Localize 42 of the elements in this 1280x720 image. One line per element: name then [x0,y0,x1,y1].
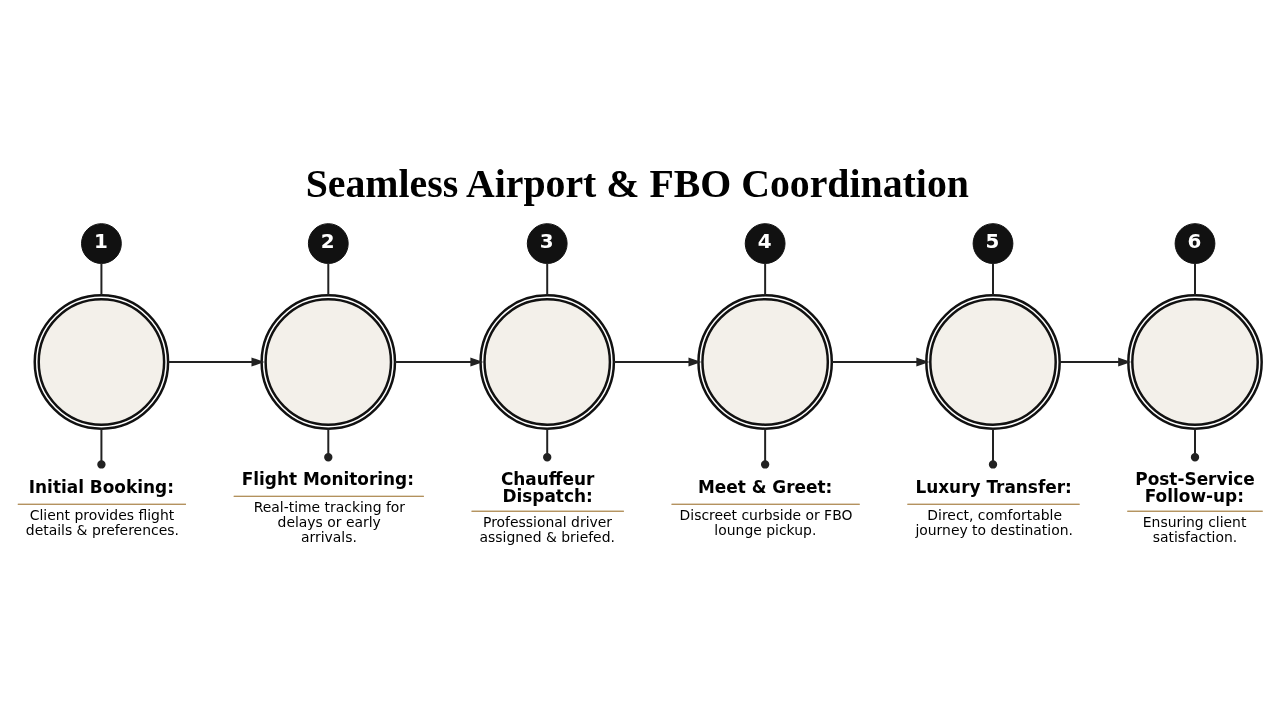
node-label: Discreet curbside or FBO lounge pickup. [679,507,853,539]
connector [1190,427,1200,462]
connector [100,262,103,297]
arrow [394,357,484,367]
node-label: Post-Service Follow-up: [1135,468,1255,506]
node-circle [33,294,170,430]
connector [764,262,767,297]
node-circle: 2 [307,223,349,264]
connector [546,262,549,297]
node-label: Direct, comfortable journey to destination. [915,507,1073,539]
connector [327,262,330,297]
node-circle [1127,294,1263,430]
diagram-title: Seamless Airport & FBO Coordination [305,161,969,206]
node-circle [697,294,834,430]
node-circle [479,294,616,430]
node-label: Luxury Transfer: [915,476,1072,497]
node-label: Initial Booking: [28,476,174,497]
connector [992,262,994,297]
connector [97,427,106,469]
connector [1194,262,1196,297]
node-label: Meet & Greet: [697,476,833,497]
arrow [1058,357,1132,367]
node-label: Flight Monitoring: [241,468,414,489]
node-label: Ensuring client satisfaction. [1142,514,1247,546]
node-label: Real-time tracking for delays or early arrivals. [253,499,406,546]
node-circle: 1 [81,223,122,264]
node-label: Client provides flight details & preferences. [25,507,179,539]
node-circle [925,294,1061,430]
node-circle: 4 [744,223,786,264]
node-circle: 5 [972,223,1014,264]
arrow [830,357,930,367]
node-label: Professional driver assigned & briefed. [479,514,615,546]
connector [324,427,333,462]
connector [543,427,552,462]
connector [988,427,998,469]
arrow [167,357,265,367]
arrow [613,357,702,367]
node-label: Chauffeur Dispatch: [500,468,595,506]
node-circle [260,294,397,430]
node-circle: 3 [526,223,568,264]
node-circle: 6 [1174,223,1216,264]
connector [760,427,770,469]
